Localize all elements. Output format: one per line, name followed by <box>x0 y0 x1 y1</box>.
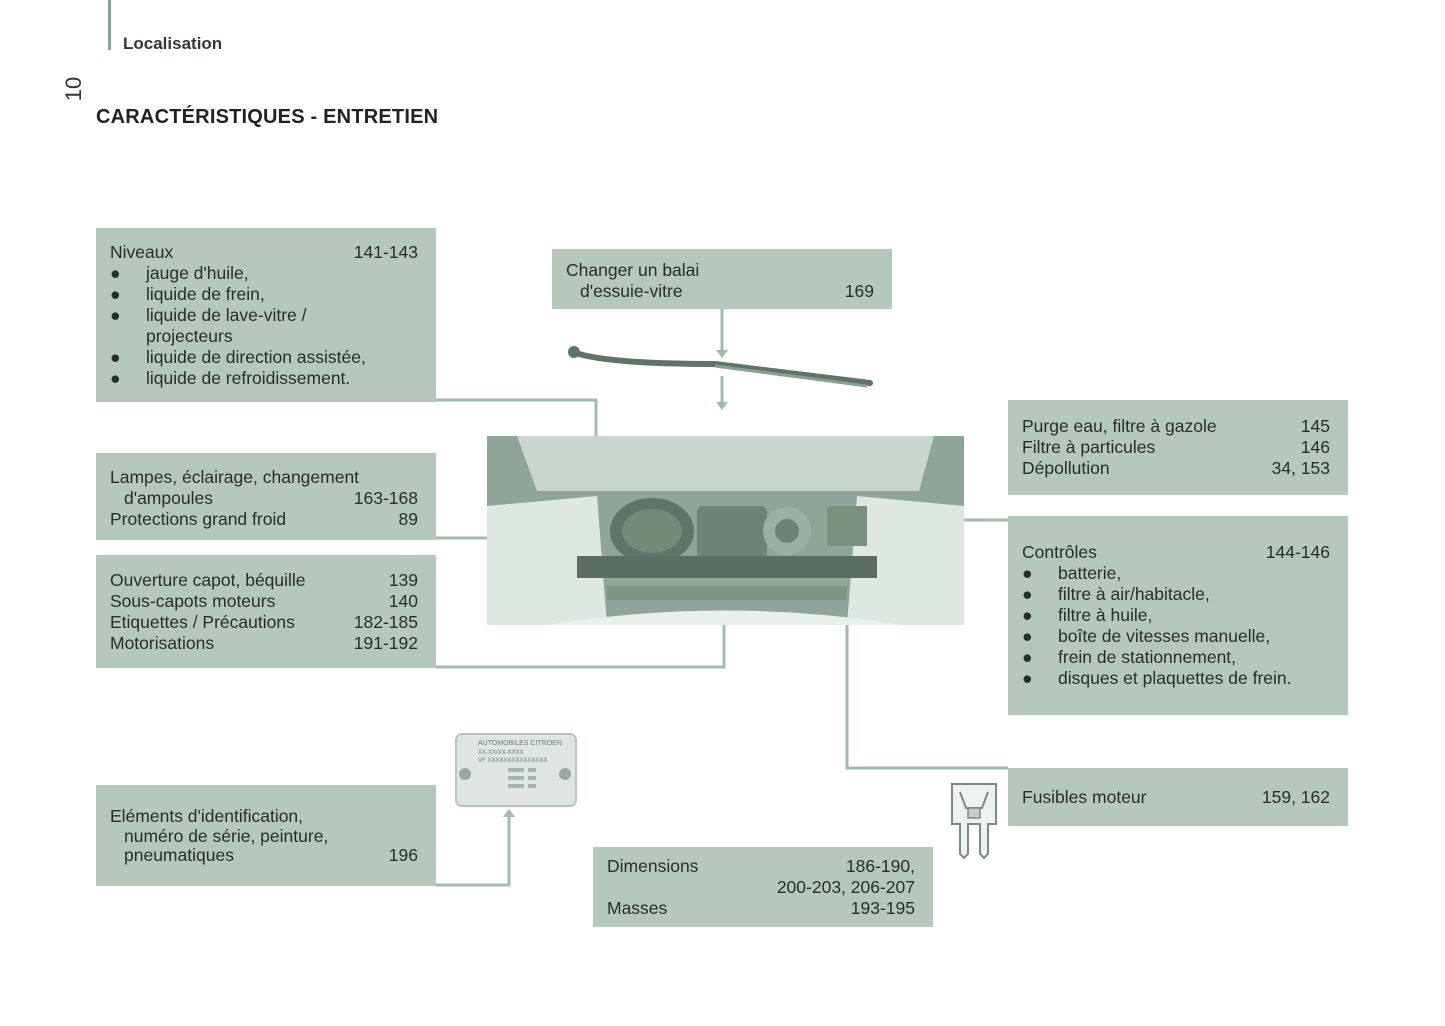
lampes-line1: Lampes, éclairage, changement <box>110 467 360 487</box>
balai-line1: Changer un balai <box>566 260 700 280</box>
box-dimensions: Dimensions 186-190, 200-203, 206-207 Mass… <box>593 847 933 927</box>
lampes-pages1: 163-168 <box>353 488 418 508</box>
niveaux-item: liquide de frein, <box>146 284 265 304</box>
niveaux-item: liquide de lave-vitre / <box>146 305 307 325</box>
masses-pages: 193-195 <box>850 898 915 918</box>
niveaux-label: Niveaux <box>110 242 174 262</box>
capot-pages: 139 <box>388 570 418 590</box>
niveaux-item: liquide de direction assistée, <box>146 347 366 367</box>
niveaux-pages: 141-143 <box>353 242 418 262</box>
box-lampes: Lampes, éclairage, changement d'ampoules… <box>96 453 436 540</box>
lampes-line2: d'ampoules <box>124 488 213 508</box>
niveaux-item: jauge d'huile, <box>146 263 249 283</box>
plate-line1-text: XX-XX/XX-XXXX <box>478 750 524 756</box>
header-accent-bar <box>108 0 111 50</box>
controles-item: boîte de vitesses manuelle, <box>1058 626 1271 646</box>
engine-bay-image <box>487 436 964 625</box>
capot-label: Etiquettes / Précautions <box>110 612 295 632</box>
box-fusibles: Fusibles moteur 159, 162 <box>1008 768 1348 826</box>
connector-identification <box>436 815 511 887</box>
purge-pages: 145 <box>1300 416 1330 436</box>
section-label: Localisation <box>123 34 223 53</box>
identification-plate-image: AUTOMOBILES CITROEN XX-XX/XX-XXXX VF XXX… <box>452 730 580 815</box>
purge-pages: 146 <box>1300 437 1330 457</box>
plate-line2-text: VF XXXXXXXXXXXXXXX <box>478 758 547 764</box>
balai-line2: d'essuie-vitre <box>580 281 683 301</box>
dimensions-pages2: 200-203, 206-207 <box>776 877 915 897</box>
balai-pages: 169 <box>844 281 874 301</box>
identification-line2: numéro de série, peinture, <box>124 825 329 846</box>
purge-label: Purge eau, filtre à gazole <box>1022 416 1217 436</box>
dimensions-label: Dimensions <box>607 856 699 876</box>
capot-label: Sous-capots moteurs <box>110 591 276 611</box>
capot-label: Ouverture capot, béquille <box>110 570 306 590</box>
capot-label: Motorisations <box>110 633 215 653</box>
box-identification: Eléments d'identification, numéro de sér… <box>96 785 436 886</box>
controles-item: batterie, <box>1058 563 1122 583</box>
lampes-line3: Protections grand froid <box>110 509 287 529</box>
controles-item: filtre à huile, <box>1058 605 1153 625</box>
identification-line1: Eléments d'identification, <box>110 806 304 826</box>
capot-pages: 140 <box>388 591 418 611</box>
fuse-icon <box>946 780 1002 865</box>
dimensions-pages1: 186-190, <box>845 856 915 876</box>
niveaux-item: projecteurs <box>146 326 233 346</box>
lampes-pages2: 89 <box>398 509 418 529</box>
controles-item: frein de stationnement, <box>1058 647 1237 667</box>
controles-item: disques et plaquettes de frein. <box>1058 668 1292 688</box>
identification-pages: 196 <box>388 845 418 865</box>
niveaux-item: liquide de refroidissement. <box>146 368 351 388</box>
fusibles-label: Fusibles moteur <box>1022 787 1147 807</box>
plate-brand-text: AUTOMOBILES CITROEN <box>478 740 562 747</box>
capot-pages: 191-192 <box>353 633 418 653</box>
masses-label: Masses <box>607 898 668 918</box>
controles-pages: 144-146 <box>1265 542 1330 562</box>
purge-label: Filtre à particules <box>1022 437 1156 457</box>
capot-pages: 182-185 <box>353 612 418 632</box>
controles-item: filtre à air/habitacle, <box>1058 584 1210 604</box>
purge-pages: 34, 153 <box>1271 458 1330 478</box>
box-balai: Changer un balai d'essuie-vitre 169 <box>552 249 892 309</box>
wiper-blade-image <box>568 346 873 388</box>
page-title: CARACTÉRISTIQUES - ENTRETIEN <box>96 106 439 128</box>
controles-label: Contrôles <box>1022 542 1097 562</box>
identification-line3: pneumatiques <box>124 845 234 865</box>
purge-label: Dépollution <box>1022 458 1110 478</box>
box-capot: Ouverture capot, béquille 139 Sous-capots… <box>96 555 436 668</box>
box-purge: Purge eau, filtre à gazole 145 Filtre à p… <box>1008 400 1348 495</box>
fusibles-pages: 159, 162 <box>1261 787 1330 807</box>
